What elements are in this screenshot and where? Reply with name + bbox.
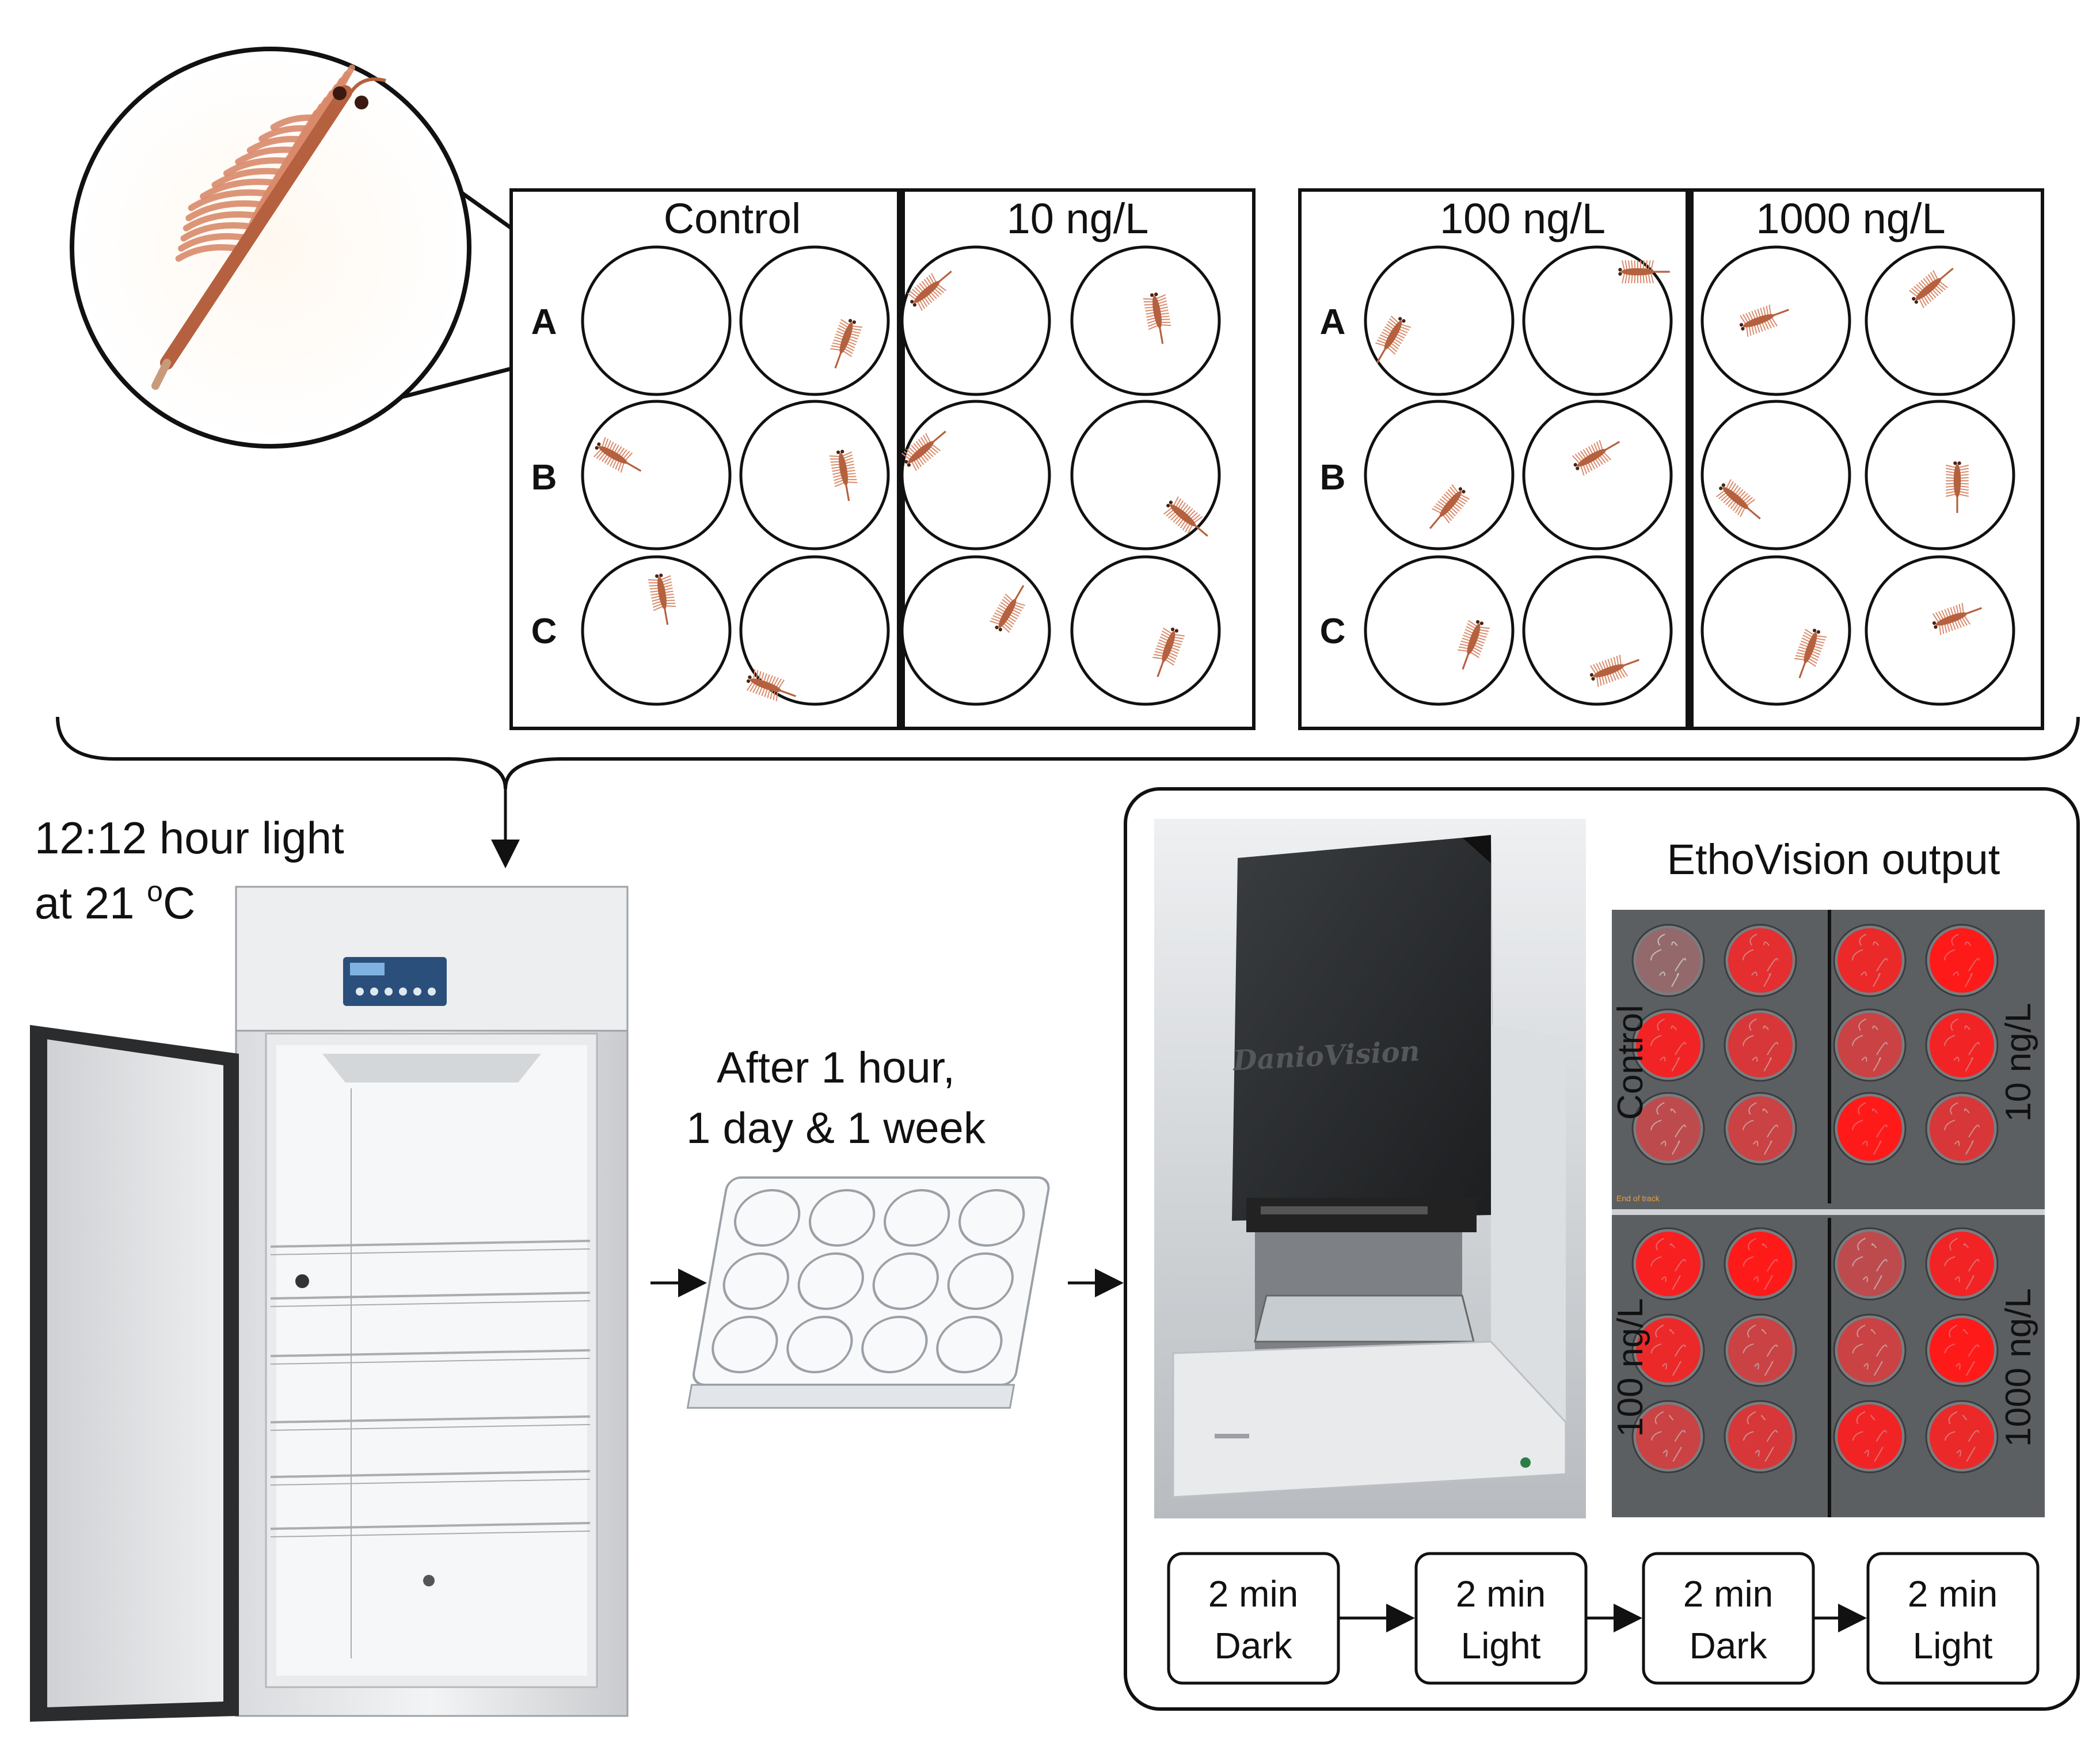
row-label-a: A bbox=[1320, 302, 1346, 342]
shrimp-icon bbox=[907, 270, 952, 311]
shrimp-icon bbox=[1152, 627, 1185, 677]
shrimp-icon bbox=[830, 318, 862, 369]
svg-text:2 min: 2 min bbox=[1208, 1573, 1299, 1615]
well bbox=[900, 555, 1051, 706]
shrimp-illustration bbox=[151, 64, 386, 390]
shrimp-icon bbox=[1794, 628, 1827, 678]
well bbox=[581, 245, 732, 396]
etho-label-1000ngl: 1000 ng/L bbox=[1999, 1288, 2038, 1447]
protocol-step-3: 2 min Dark bbox=[1642, 1552, 1815, 1685]
protocol-step-1: 2 min Dark bbox=[1167, 1552, 1340, 1685]
shrimp-icon bbox=[1143, 293, 1171, 344]
shrimp-icon bbox=[1458, 620, 1490, 670]
timing-text-line1: After 1 hour, bbox=[717, 1043, 955, 1092]
well bbox=[581, 555, 732, 706]
row-label-c: C bbox=[1320, 612, 1346, 651]
protocol-step-2: 2 min Light bbox=[1414, 1552, 1588, 1685]
svg-text:Light: Light bbox=[1461, 1625, 1541, 1666]
incubator-light-text: 12:12 hour light bbox=[35, 812, 344, 863]
well bbox=[1364, 555, 1515, 706]
shrimp-icon bbox=[1375, 315, 1411, 364]
ethovision-title: EthoVision output bbox=[1667, 836, 2000, 883]
incubator-temp-text: at 21 oC bbox=[35, 875, 195, 928]
well bbox=[739, 400, 890, 550]
label-1000ngl: 1000 ng/L bbox=[1756, 195, 1945, 242]
well bbox=[739, 245, 890, 396]
shrimp-icon bbox=[1589, 655, 1639, 687]
shrimp-icon bbox=[829, 450, 858, 502]
svg-text:2 min: 2 min bbox=[1908, 1573, 1998, 1615]
shrimp-icon bbox=[1945, 461, 1969, 513]
shrimp-icon bbox=[1572, 440, 1620, 476]
well bbox=[1522, 555, 1673, 706]
row-label-a: A bbox=[531, 302, 557, 342]
label-control: Control bbox=[664, 195, 801, 242]
shrimp-icon bbox=[1932, 603, 1982, 635]
end-of-track-text: End of track bbox=[1616, 1194, 1660, 1203]
svg-text:Dark: Dark bbox=[1689, 1625, 1767, 1666]
shrimp-icon bbox=[1163, 496, 1208, 537]
shrimp-icon bbox=[1908, 267, 1954, 308]
row-label-b: B bbox=[1320, 458, 1346, 498]
well bbox=[1865, 245, 2015, 396]
well bbox=[900, 400, 1051, 550]
well bbox=[1700, 400, 1851, 550]
well bbox=[581, 400, 732, 550]
well bbox=[1522, 245, 1673, 396]
well bbox=[1364, 400, 1515, 550]
etho-label-10ngl: 10 ng/L bbox=[1999, 1003, 2038, 1122]
well bbox=[1522, 400, 1673, 550]
shrimp-icon bbox=[648, 574, 676, 625]
shrimp-icon bbox=[990, 584, 1025, 633]
well-plate-illustration bbox=[686, 1176, 1050, 1409]
shrimp-icon bbox=[746, 669, 796, 701]
row-label-c: C bbox=[531, 612, 557, 651]
well bbox=[1700, 245, 1851, 396]
svg-text:Light: Light bbox=[1913, 1625, 1993, 1666]
svg-text:2 min: 2 min bbox=[1456, 1573, 1546, 1615]
well bbox=[1070, 245, 1221, 396]
svg-text:Dark: Dark bbox=[1214, 1625, 1292, 1666]
label-10ngl: 10 ng/L bbox=[1007, 195, 1149, 242]
protocol-steps: 2 min Dark 2 min Light 2 min Dark 2 min … bbox=[1167, 1552, 2040, 1685]
incubator-cabinet bbox=[30, 886, 629, 1722]
etho-well bbox=[1631, 924, 1705, 997]
well bbox=[1364, 245, 1515, 396]
ethovision-output: End of track Control 10 ng/L 100 ng/L 10… bbox=[1611, 910, 2045, 1517]
shrimp-icon bbox=[1618, 260, 1670, 284]
timing-text-line2: 1 day & 1 week bbox=[686, 1104, 986, 1153]
shrimp-icon bbox=[1429, 484, 1470, 529]
shrimp-icon bbox=[593, 437, 642, 473]
etho-label-control: Control bbox=[1611, 1005, 1650, 1120]
well bbox=[900, 245, 1051, 396]
shrimp-icon bbox=[1715, 479, 1761, 520]
well bbox=[1070, 555, 1221, 706]
shrimp-icon bbox=[901, 430, 946, 471]
well bbox=[739, 555, 890, 706]
plate-100-1000ngl: 100 ng/L 1000 ng/L A B C bbox=[1298, 188, 2044, 730]
daniovision-device: DanioVision bbox=[1154, 819, 1586, 1518]
etho-label-100ngl: 100 ng/L bbox=[1611, 1298, 1650, 1437]
row-label-b: B bbox=[531, 458, 557, 498]
protocol-step-4: 2 min Light bbox=[1866, 1552, 2040, 1685]
well bbox=[1700, 555, 1851, 706]
shrimp-icon bbox=[1739, 305, 1789, 337]
plate-control-10ngl: Control 10 ng/L A B C bbox=[509, 188, 1256, 730]
well bbox=[1865, 400, 2015, 550]
label-100ngl: 100 ng/L bbox=[1440, 195, 1606, 242]
svg-text:2 min: 2 min bbox=[1683, 1573, 1774, 1615]
